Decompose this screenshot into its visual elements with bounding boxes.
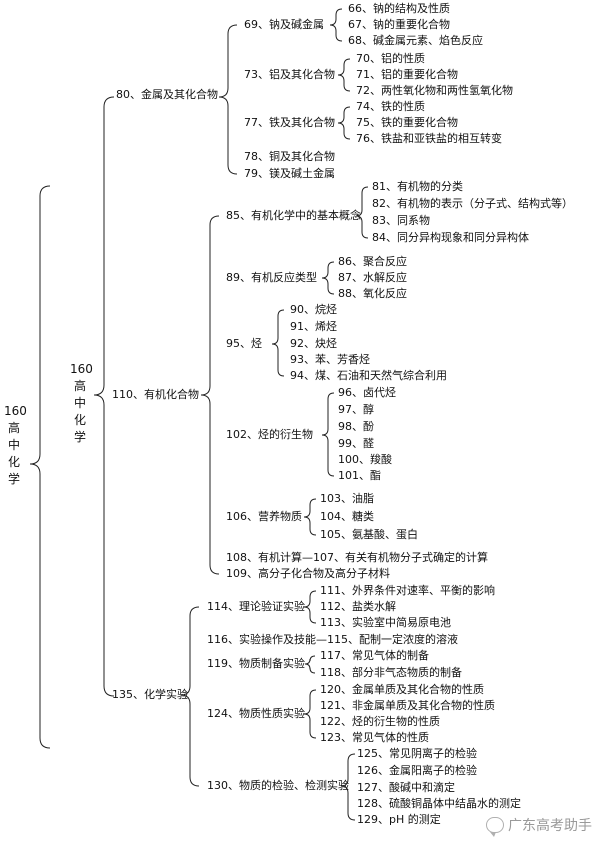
bracket-77	[337, 106, 351, 140]
leaf-97: 97、醇	[338, 403, 374, 416]
root2-title: 高 中 化 学	[73, 378, 87, 446]
leaf-81: 81、有机物的分类	[372, 180, 463, 193]
bracket-135	[180, 606, 200, 787]
root2-char-3: 化	[73, 413, 86, 427]
sub-79: 79、镁及碱土金属	[244, 167, 335, 180]
leaf-91: 91、烯烃	[290, 320, 337, 333]
leaf-70: 70、铝的性质	[356, 52, 425, 65]
sub-102: 102、烃的衍生物	[226, 428, 313, 441]
sub-130: 130、物质的检验、检测实验	[207, 779, 349, 792]
leaf-66: 66、钠的结构及性质	[348, 2, 450, 15]
bracket-root2	[93, 96, 115, 697]
leaf-93: 93、苯、芳香烃	[290, 353, 370, 366]
leaf-125: 125、常见阴离子的检验	[357, 747, 477, 760]
sub-109: 109、高分子化合物及高分子材料	[226, 567, 390, 580]
leaf-68: 68、碱金属元素、焰色反应	[348, 34, 483, 47]
leaf-120: 120、金属单质及其化合物的性质	[320, 683, 484, 696]
group-80: 80、金属及其化合物	[116, 88, 218, 101]
root-char-4: 学	[7, 472, 20, 486]
sub-108: 108、有机计算—107、有关有机物分子式确定的计算	[226, 551, 488, 564]
leaf-122: 122、烃的衍生物的性质	[320, 715, 440, 728]
bracket-124	[303, 689, 317, 739]
sub-114: 114、理论验证实验	[207, 600, 305, 613]
leaf-74: 74、铁的性质	[356, 100, 425, 113]
bracket-130	[340, 753, 356, 821]
watermark-text: 广东高考助手	[508, 818, 592, 834]
sub-77: 77、铁及其化合物	[244, 116, 335, 129]
group-110: 110、有机化合物	[112, 388, 199, 401]
bracket-102	[321, 392, 335, 477]
leaf-129: 129、pH 的测定	[357, 813, 441, 826]
leaf-111: 111、外界条件对速率、平衡的影响	[320, 584, 495, 597]
watermark: 广东高考助手	[486, 815, 592, 837]
bracket-114	[303, 590, 317, 624]
leaf-105: 105、氨基酸、蛋白	[320, 528, 418, 541]
sub-78: 78、铜及其化合物	[244, 150, 335, 163]
leaf-83: 83、同系物	[372, 214, 430, 227]
bracket-root	[29, 185, 51, 749]
leaf-84: 84、同分异构现象和同分异构体	[372, 231, 529, 244]
leaf-87: 87、水解反应	[338, 271, 407, 284]
leaf-72: 72、两性氧化物和两性氢氧化物	[356, 84, 513, 97]
root-number: 160	[4, 404, 27, 418]
leaf-128: 128、硫酸铜晶体中结晶水的测定	[357, 797, 521, 810]
bracket-110	[200, 215, 220, 575]
bracket-73	[337, 58, 351, 92]
sub-73: 73、铝及其化合物	[244, 68, 335, 81]
root2-char-4: 学	[73, 430, 86, 444]
leaf-96: 96、卤代烃	[338, 386, 396, 399]
leaf-75: 75、铁的重要化合物	[356, 116, 458, 129]
leaf-126: 126、金属阳离子的检验	[357, 764, 477, 777]
bracket-95	[271, 309, 285, 377]
leaf-86: 86、聚合反应	[338, 255, 407, 268]
leaf-121: 121、非金属单质及其化合物的性质	[320, 699, 495, 712]
bracket-106	[303, 498, 317, 536]
leaf-113: 113、实验室中简易原电池	[320, 616, 451, 629]
root-char-1: 高	[7, 421, 20, 435]
leaf-112: 112、盐类水解	[320, 600, 396, 613]
leaf-103: 103、油脂	[320, 492, 374, 505]
leaf-90: 90、烷烃	[290, 303, 337, 316]
sub-69: 69、钠及碱金属	[244, 18, 324, 31]
leaf-76: 76、铁盐和亚铁盐的相互转变	[356, 132, 502, 145]
leaf-71: 71、铝的重要化合物	[356, 68, 458, 81]
bracket-89	[321, 261, 335, 295]
leaf-99: 99、醛	[338, 437, 374, 450]
sub-116: 116、实验操作及技能—115、配制一定浓度的溶液	[207, 633, 458, 646]
bracket-85	[355, 186, 369, 239]
leaf-88: 88、氧化反应	[338, 287, 407, 300]
root2-char-2: 中	[73, 396, 86, 410]
leaf-101: 101、酯	[338, 469, 381, 482]
leaf-118: 118、部分非气态物质的制备	[320, 666, 462, 679]
leaf-123: 123、常见气体的性质	[320, 731, 429, 744]
leaf-67: 67、钠的重要化合物	[348, 18, 450, 31]
leaf-127: 127、酸碱中和滴定	[357, 781, 455, 794]
sub-106: 106、营养物质	[226, 510, 302, 523]
leaf-98: 98、酚	[338, 420, 374, 433]
root-char-2: 中	[7, 438, 20, 452]
leaf-117: 117、常见气体的制备	[320, 649, 429, 662]
root2-char-1: 高	[73, 379, 86, 393]
root2-number: 160	[70, 362, 93, 376]
sub-119: 119、物质制备实验	[207, 657, 305, 670]
sub-85: 85、有机化学中的基本概念	[226, 209, 361, 222]
group-135: 135、化学实验	[112, 688, 188, 701]
bracket-80	[218, 24, 238, 175]
leaf-82: 82、有机物的表示（分子式、结构式等）	[372, 197, 573, 210]
root-title: 高 中 化 学	[7, 420, 21, 488]
root-char-3: 化	[7, 455, 20, 469]
bracket-119	[304, 655, 316, 674]
leaf-100: 100、羧酸	[338, 453, 392, 466]
leaf-104: 104、糖类	[320, 510, 374, 523]
bracket-69	[329, 8, 343, 42]
sub-89: 89、有机反应类型	[226, 271, 317, 284]
sub-124: 124、物质性质实验	[207, 707, 305, 720]
chat-bubble-icon	[486, 817, 504, 837]
leaf-92: 92、炔烃	[290, 337, 337, 350]
sub-95: 95、烃	[226, 337, 262, 350]
leaf-94: 94、煤、石油和天然气综合利用	[290, 369, 447, 382]
